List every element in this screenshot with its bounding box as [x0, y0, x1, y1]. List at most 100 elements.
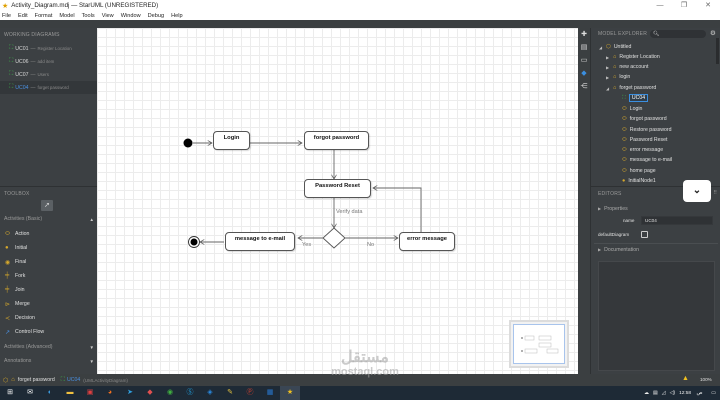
tree-item[interactable]: ⬭home page: [622, 166, 656, 176]
gear-icon[interactable]: ⚙: [710, 30, 716, 37]
vscode-icon[interactable]: ◈: [207, 389, 213, 396]
collapse-chevron-icon[interactable]: ⌄: [683, 180, 711, 202]
tool-merge[interactable]: ⊳Merge: [5, 298, 30, 310]
mail-icon[interactable]: ✉: [27, 389, 33, 396]
initial-node[interactable]: [183, 138, 193, 148]
menu-debug[interactable]: Debug: [147, 12, 165, 19]
scrollbar[interactable]: [716, 38, 719, 64]
maximize-button[interactable]: ❐: [680, 2, 688, 9]
tool-control-flow[interactable]: ↗Control Flow: [5, 326, 44, 338]
action-error-message[interactable]: error message: [399, 232, 455, 251]
menu-help[interactable]: Help: [171, 12, 183, 19]
status-model[interactable]: forget password: [17, 377, 55, 383]
model-explorer-diamond-icon[interactable]: ◆: [581, 70, 587, 77]
telegram-icon[interactable]: ➤: [127, 389, 133, 396]
action-forgot-password[interactable]: forgot password: [304, 131, 369, 150]
tree-item[interactable]: ●InitialNode1: [622, 176, 656, 186]
tool-fork[interactable]: ╪Fork: [5, 270, 25, 282]
close-button[interactable]: ✕: [705, 2, 711, 9]
store-icon[interactable]: ▣: [86, 389, 94, 396]
network-icon[interactable]: ▤: [652, 390, 658, 396]
tree-toggle-icon[interactable]: ◢: [599, 44, 603, 50]
tree-item[interactable]: ⬭Password Reset: [622, 135, 667, 145]
tree-item[interactable]: ⬭message to e-mail: [622, 155, 672, 165]
tree-toggle-icon[interactable]: ▶: [606, 74, 610, 80]
tree-toggle-icon[interactable]: ◢: [606, 85, 610, 91]
tree-item[interactable]: ⬭forgot password: [622, 114, 667, 124]
action-icon: ⬭: [622, 136, 627, 143]
tool-decision[interactable]: ≺Decision: [5, 312, 35, 324]
diagram-panel-icon[interactable]: ▭: [580, 57, 588, 64]
tree-item[interactable]: ⬭Login: [622, 104, 642, 114]
tree-item[interactable]: ⬭error message: [622, 145, 663, 155]
firefox-icon[interactable]: ◕: [107, 389, 113, 396]
skype-icon[interactable]: Ⓢ: [186, 389, 194, 396]
share-icon[interactable]: ⋲: [580, 83, 588, 90]
tree-toggle-icon[interactable]: ▶: [606, 54, 610, 60]
menu-view[interactable]: View: [101, 12, 114, 19]
menu-file[interactable]: File: [2, 12, 12, 19]
staruml-icon[interactable]: ★: [280, 386, 300, 400]
default-diagram-checkbox[interactable]: [641, 231, 648, 238]
name-input[interactable]: UC04: [641, 216, 713, 225]
tree-item[interactable]: ▶⌂Register Location: [606, 52, 660, 62]
status-diagram-id[interactable]: UC04: [67, 377, 81, 383]
documentation-section[interactable]: ▶Documentation: [598, 247, 639, 253]
toolbox-group-annotations[interactable]: Annotations ▼: [0, 356, 97, 367]
tree-item-selected[interactable]: ⛶UC04: [622, 93, 649, 103]
zoom-level[interactable]: 100%: [700, 377, 712, 382]
action-message-to-email[interactable]: message to e-mail: [225, 232, 295, 251]
tree-toggle-icon[interactable]: ▶: [606, 64, 610, 70]
tool-action[interactable]: ⬭Action: [5, 228, 29, 240]
decision-node[interactable]: [322, 227, 346, 249]
pdf-icon[interactable]: Ⓟ: [246, 389, 254, 396]
minimize-button[interactable]: —: [656, 2, 664, 9]
tree-item[interactable]: ◢⬡Untitled: [599, 42, 631, 52]
cloud-icon[interactable]: ☁: [643, 390, 649, 396]
warning-icon[interactable]: ▲: [682, 375, 689, 382]
edge-icon[interactable]: ◐: [47, 389, 53, 396]
tool-initial[interactable]: ●Initial: [5, 242, 27, 254]
model-explorer-search[interactable]: 🔍︎: [650, 30, 706, 38]
figma-icon[interactable]: ◆: [147, 389, 153, 396]
drag-grip-icon[interactable]: ⠿: [713, 190, 717, 196]
layout-panel-icon[interactable]: ▤: [580, 44, 588, 51]
outlook-icon[interactable]: ▦: [266, 389, 274, 396]
flow-error-to-reset[interactable]: [373, 188, 422, 232]
tool-join[interactable]: ╪Join: [5, 284, 25, 296]
extensions-puzzle-icon[interactable]: ✚: [581, 31, 587, 38]
tree-item[interactable]: ▶⌂login: [606, 72, 630, 82]
tree-item[interactable]: ◢⌂forget password: [606, 83, 656, 93]
working-diagram-item[interactable]: ⛶ UC06 — add item: [0, 55, 97, 68]
tree-item[interactable]: ▶⌂new account: [606, 62, 648, 72]
toolbox-group-advanced[interactable]: Activities (Advanced) ▼: [0, 342, 97, 353]
file-explorer-icon[interactable]: ▬: [66, 389, 74, 396]
working-diagram-item[interactable]: ⛶ UC01 — Register Location: [0, 42, 97, 55]
working-diagram-item-active[interactable]: ⛶ UC04 — forget password: [0, 81, 97, 94]
diagram-canvas[interactable]: Login forgot password Password Reset mes…: [97, 28, 578, 374]
properties-section[interactable]: ▶Properties: [598, 206, 628, 212]
menu-tools[interactable]: Tools: [81, 12, 95, 19]
toolbox-group-basic[interactable]: Activities (Basic) ▲: [0, 214, 97, 225]
tool-final[interactable]: ◉Final: [5, 256, 26, 268]
menu-window[interactable]: Window: [120, 12, 141, 19]
menu-model[interactable]: Model: [59, 12, 75, 19]
action-password-reset[interactable]: Password Reset: [304, 179, 371, 198]
chrome-icon[interactable]: ◉: [166, 389, 174, 396]
diagram-minimap[interactable]: [509, 320, 569, 368]
notifications-icon[interactable]: ▭: [711, 390, 716, 396]
cursor-pointer-icon[interactable]: ➚: [41, 200, 53, 211]
documentation-textarea[interactable]: [598, 261, 715, 371]
minimap-viewport[interactable]: [513, 324, 565, 364]
menu-format[interactable]: Format: [34, 12, 53, 19]
notes-icon[interactable]: ✎: [227, 389, 233, 396]
action-login[interactable]: Login: [213, 131, 250, 150]
title-bar: ★ Activity_Diagram.mdj — StarUML (UNREGI…: [0, 0, 720, 11]
windows-start-icon[interactable]: ⊞: [7, 389, 13, 396]
working-diagram-item[interactable]: ⛶ UC07 — Users: [0, 68, 97, 81]
clock[interactable]: 12:58 ص: [679, 391, 706, 396]
volume-icon[interactable]: ◁): [669, 390, 676, 396]
tree-item[interactable]: ⬭Restore password: [622, 125, 672, 135]
menu-edit[interactable]: Edit: [18, 12, 28, 19]
wifi-icon[interactable]: ◿: [661, 390, 666, 396]
